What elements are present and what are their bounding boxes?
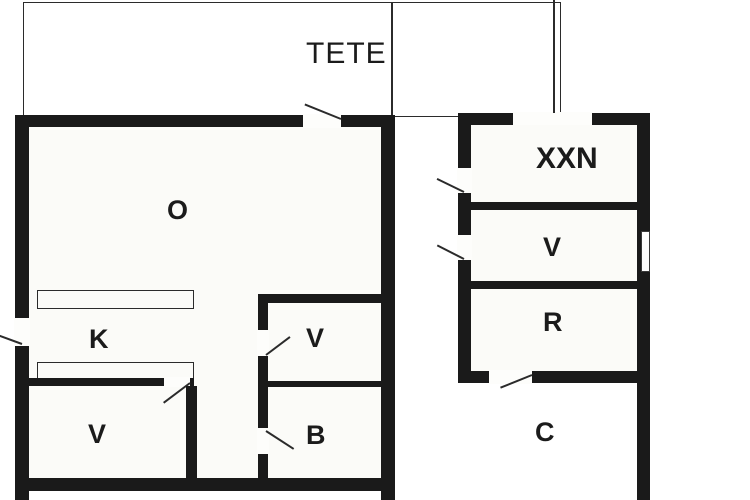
label-annex-bedroom: V: [543, 232, 562, 262]
middle-block-left-wall: [258, 294, 268, 491]
annex-wall-bottom: [458, 371, 650, 383]
annex-divider-top: [466, 202, 642, 210]
label-bedroom-left: V: [88, 419, 107, 449]
annex-top-opening-gap: [513, 112, 592, 125]
label-annex-room-top: XXN: [536, 142, 598, 175]
label-bedroom-middle: V: [306, 323, 325, 353]
annex-carport-door-gap: [489, 370, 532, 384]
label-annex-room-bottom: R: [543, 307, 563, 337]
bedroom-left-door-gap: [164, 377, 190, 387]
annex-divider-bottom: [466, 281, 642, 289]
living-room-terrace-door-gap: [303, 114, 341, 128]
annex-top-opening-stem: [553, 0, 555, 113]
main-wall-bottom: [15, 478, 395, 491]
terrace-outline-right: [391, 2, 561, 117]
label-kitchen: K: [89, 324, 109, 354]
middle-block-top-wall: [258, 294, 389, 303]
bedroom-middle-door-gap: [257, 330, 269, 356]
kitchen-bedroom-divider-wall: [24, 378, 194, 386]
label-living-room: O: [167, 195, 189, 225]
kitchen-counter-upper: [37, 290, 194, 309]
label-terrace: TETE: [306, 37, 387, 70]
middle-v-b-divider-wall: [258, 381, 389, 387]
label-bathroom: B: [306, 420, 326, 450]
annex-building-floor: [466, 120, 638, 382]
kitchen-entry-door-gap: [14, 318, 30, 346]
main-wall-top: [15, 115, 395, 127]
annex-room-top-door-gap: [457, 168, 472, 193]
main-building-floor: [24, 121, 388, 491]
label-carport: C: [535, 417, 555, 447]
annex-bedroom-door-gap: [457, 235, 472, 260]
annex-right-window: [641, 231, 650, 272]
bedroom-left-partition-wall: [186, 386, 197, 491]
main-wall-left: [15, 115, 29, 500]
bathroom-door-gap: [257, 428, 269, 454]
main-wall-right: [381, 115, 395, 500]
annex-wall-right: [637, 113, 650, 500]
